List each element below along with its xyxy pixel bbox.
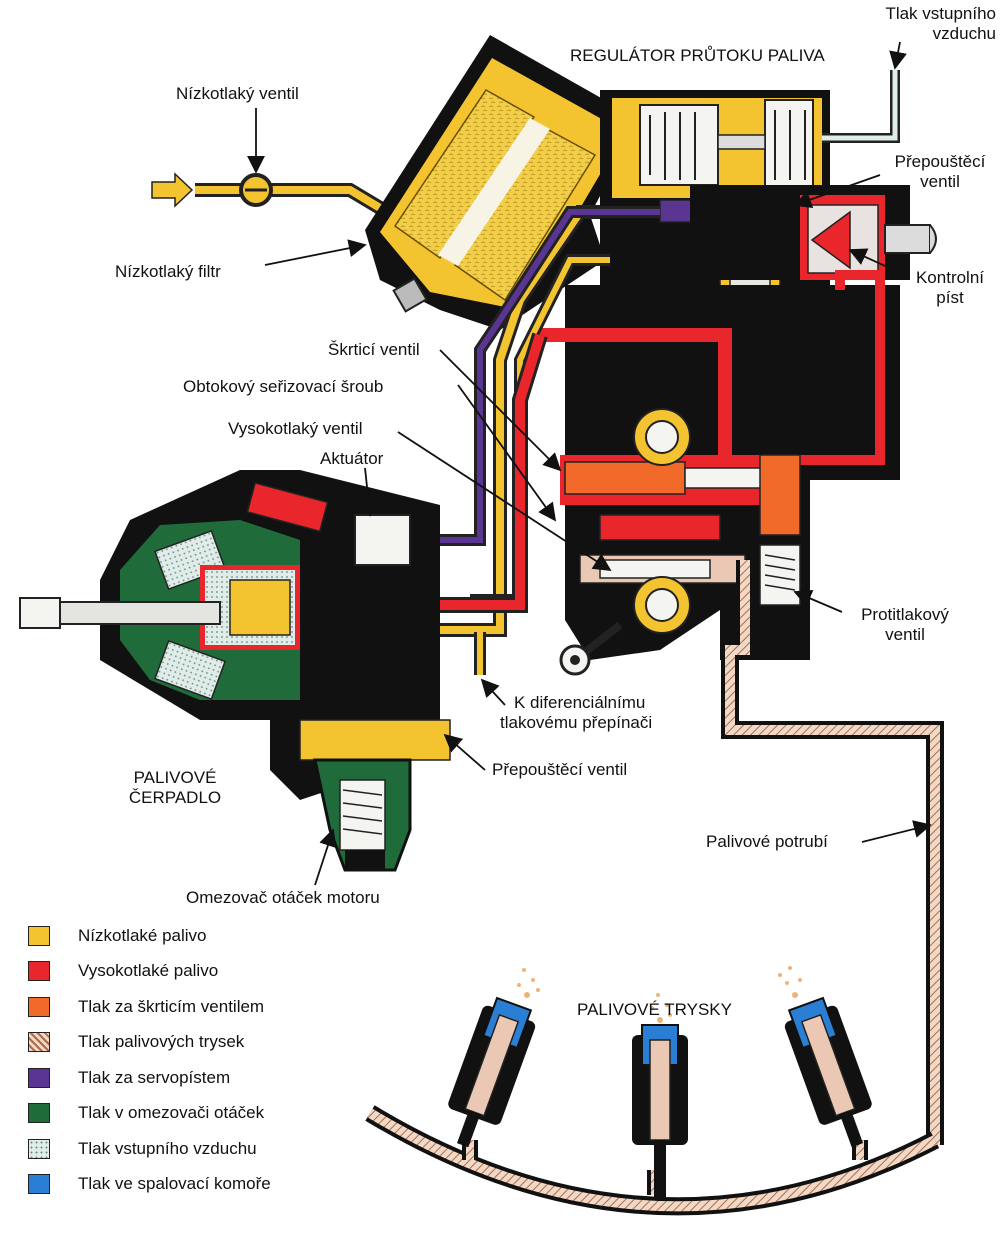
legend: Nízkotlaké palivo Vysokotlaké palivo Tla… bbox=[28, 918, 271, 1202]
label-control-piston-line1: Kontrolní bbox=[915, 268, 985, 287]
legend-label: Vysokotlaké palivo bbox=[78, 961, 219, 981]
fuel-flow-regulator-body bbox=[600, 70, 937, 301]
label-fuel-pump-line2: ČERPADLO bbox=[128, 788, 222, 807]
legend-swatch bbox=[28, 1174, 50, 1195]
label-fuel-pump: PALIVOVÉ ČERPADLO bbox=[120, 768, 230, 808]
legend-label: Tlak za škrticím ventilem bbox=[78, 996, 265, 1016]
legend-label: Tlak ve spalovací komoře bbox=[78, 1174, 271, 1194]
label-inlet-air-pressure-line1: Tlak vstupního bbox=[885, 4, 996, 23]
label-bypass-valve-bottom: Přepouštěcí ventil bbox=[492, 760, 628, 779]
legend-swatch bbox=[28, 1032, 50, 1053]
label-bypass-valve-top-line2: ventil bbox=[920, 172, 960, 191]
legend-swatch bbox=[28, 961, 50, 982]
label-back-pressure-valve: Protitlakový ventil bbox=[840, 605, 970, 645]
legend-item: Tlak palivových trysek bbox=[28, 1025, 271, 1061]
label-to-differential-switch: K diferenciálnímu tlakovému přepínači bbox=[500, 693, 652, 733]
label-to-differential-switch-line2: tlakovému přepínači bbox=[500, 713, 653, 732]
label-back-pressure-valve-line2: ventil bbox=[885, 625, 925, 644]
legend-item: Vysokotlaké palivo bbox=[28, 954, 271, 990]
legend-label: Tlak palivových trysek bbox=[78, 1032, 245, 1052]
legend-swatch bbox=[28, 1103, 50, 1124]
label-low-pressure-valve: Nízkotlaký ventil bbox=[176, 84, 299, 103]
legend-swatch bbox=[28, 925, 50, 946]
legend-label: Nízkotlaké palivo bbox=[78, 925, 207, 945]
legend-swatch bbox=[28, 996, 50, 1017]
label-bypass-valve-top: Přepouštěcí ventil bbox=[880, 152, 1000, 192]
label-bypass-valve-top-line1: Přepouštěcí bbox=[894, 152, 986, 171]
label-control-piston-line2: píst bbox=[936, 288, 964, 307]
label-speed-limiter: Omezovač otáček motoru bbox=[186, 888, 380, 907]
label-fuel-pump-line1: PALIVOVÉ bbox=[133, 768, 217, 787]
label-to-differential-switch-line1: K diferenciálnímu bbox=[514, 693, 646, 712]
legend-item: Tlak ve spalovací komoře bbox=[28, 1167, 271, 1203]
regulator-lower-body bbox=[530, 270, 900, 676]
legend-label: Tlak vstupního vzduchu bbox=[78, 1138, 257, 1158]
legend-item: Nízkotlaké palivo bbox=[28, 918, 271, 954]
label-low-pressure-filter: Nízkotlaký filtr bbox=[115, 262, 221, 281]
label-bypass-adjust-screw: Obtokový seřizovací šroub bbox=[183, 377, 384, 396]
inlet-pipe bbox=[195, 173, 404, 227]
label-back-pressure-valve-line1: Protitlakový bbox=[861, 605, 949, 624]
label-control-piston: Kontrolní píst bbox=[900, 268, 1000, 308]
fuel-nozzle bbox=[632, 1024, 688, 1200]
fuel-nozzle bbox=[448, 996, 536, 1148]
legend-label: Tlak za servopístem bbox=[78, 1067, 231, 1087]
legend-item: Tlak za servopístem bbox=[28, 1060, 271, 1096]
label-throttle-valve: Škrticí ventil bbox=[328, 340, 420, 359]
fuel-inlet-arrow bbox=[151, 172, 194, 208]
fuel-pump bbox=[19, 470, 451, 872]
fuel-nozzle bbox=[784, 996, 872, 1148]
legend-swatch bbox=[28, 1138, 50, 1159]
label-fuel-nozzles: PALIVOVÉ TRYSKY bbox=[577, 1000, 732, 1019]
label-inlet-air-pressure: Tlak vstupního vzduchu bbox=[846, 4, 996, 44]
label-fuel-line: Palivové potrubí bbox=[706, 832, 828, 851]
legend-item: Tlak vstupního vzduchu bbox=[28, 1131, 271, 1167]
leader-lines bbox=[247, 41, 932, 886]
label-high-pressure-valve: Vysokotlaký ventil bbox=[228, 419, 363, 438]
legend-item: Tlak v omezovači otáček bbox=[28, 1096, 271, 1132]
fuel-spray bbox=[517, 966, 802, 1023]
legend-item: Tlak za škrticím ventilem bbox=[28, 989, 271, 1025]
legend-swatch bbox=[28, 1067, 50, 1088]
label-actuator: Aktuátor bbox=[320, 449, 384, 468]
label-inlet-air-pressure-line2: vzduchu bbox=[932, 24, 996, 43]
label-fuel-flow-regulator: REGULÁTOR PRŮTOKU PALIVA bbox=[570, 46, 825, 65]
legend-label: Tlak v omezovači otáček bbox=[78, 1103, 265, 1123]
